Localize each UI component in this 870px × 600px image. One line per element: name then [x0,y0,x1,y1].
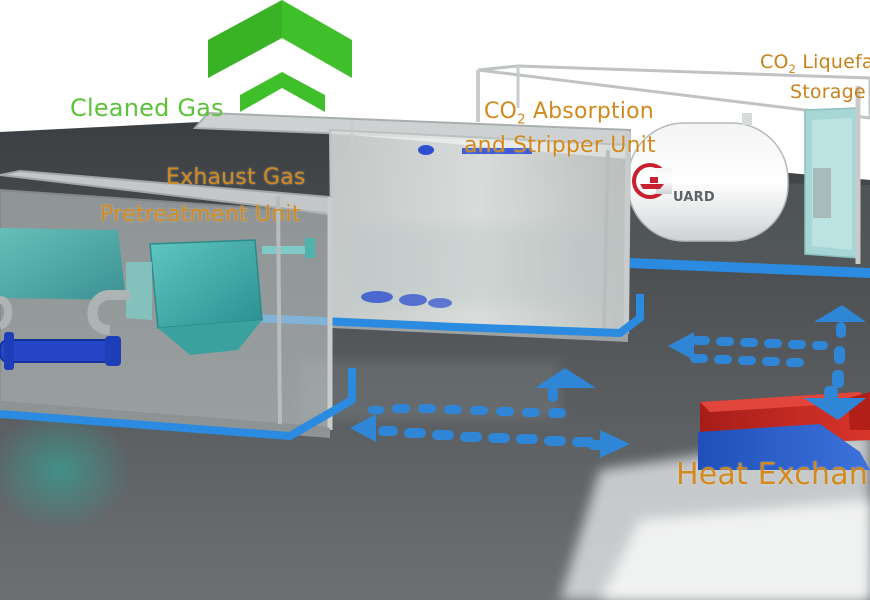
exhaust-gas-pretreatment-unit [0,169,356,440]
co2-absorption-stripper-unit [192,111,644,342]
co2-absorption-label: CO2 Absorption [484,99,654,128]
dotted-flow-arrow-icon [350,305,866,458]
pretreatment-unit-label: Pretreatment Unit [100,202,301,227]
stripper-unit-label: and Stripper Unit [464,133,656,158]
exhaust-gas-label: Exhaust Gas [166,165,306,190]
storage-label: Storage [790,81,866,103]
co2-liquefaction-label: CO2 Liquefac [760,51,870,76]
double-chevron-up-icon [208,0,352,112]
heat-exchanger-label: Heat Exchan [676,457,868,492]
floor-reflection [0,410,130,530]
guard-logo-text: UARD [673,190,715,205]
cleaned-gas-label: Cleaned Gas [70,94,224,122]
heat-exchanger [698,392,870,470]
guard-logo [632,163,672,199]
